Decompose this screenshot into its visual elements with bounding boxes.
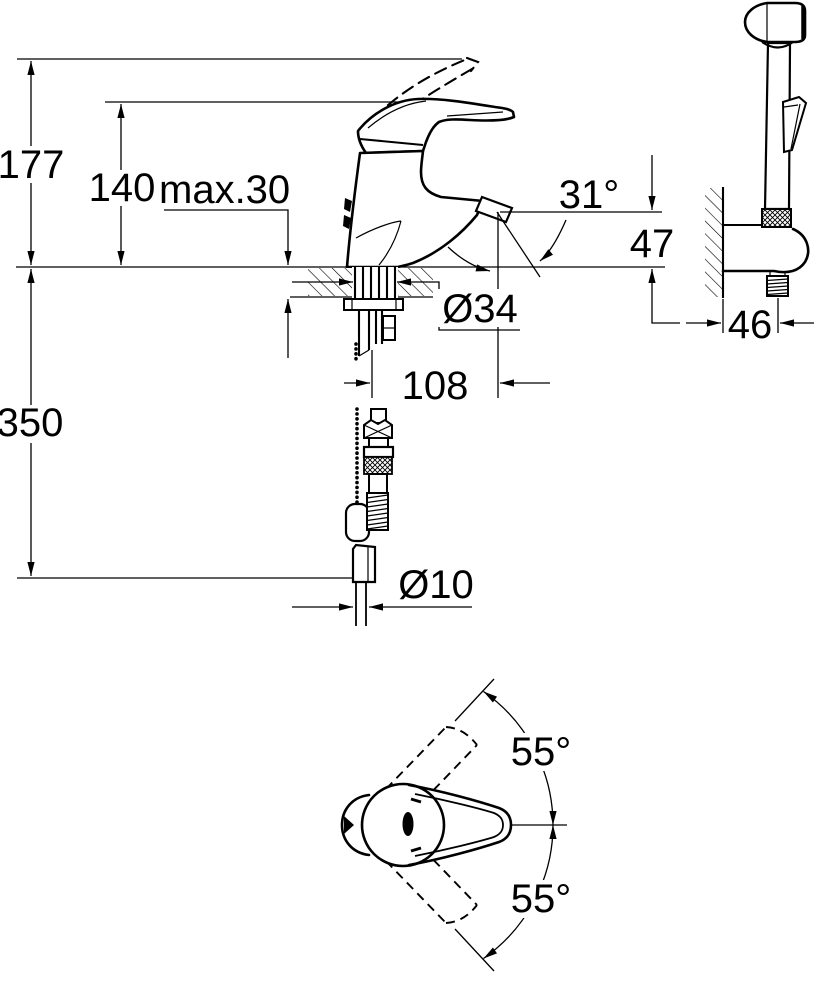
dim-label-140: 140: [89, 166, 156, 210]
dim-label-55deg-lower: 55°: [511, 877, 572, 921]
dimension-holder-depth: 46: [686, 298, 814, 347]
dim-label-max30: max.30: [159, 168, 290, 212]
dim-label-d34: Ø34: [442, 287, 518, 331]
upper-swing-axis-line: [454, 678, 495, 722]
lower-swing-axis-line: [454, 928, 495, 972]
wall-holder: [721, 223, 810, 297]
hose-piece: [351, 543, 377, 584]
dimension-total-height: 177: [0, 61, 64, 265]
dim-label-46: 46: [728, 303, 773, 347]
dim-label-d10: Ø10: [398, 563, 474, 607]
dimension-spout-reach: 108: [344, 350, 550, 408]
wall-hatch: [705, 188, 723, 297]
faucet-body: [343, 149, 514, 269]
lever-end-cap: [340, 793, 371, 857]
dim-label-47: 47: [630, 222, 675, 266]
connector-flange: [362, 445, 395, 459]
lever-base-circle: [360, 782, 446, 868]
dimension-outlet-height: 47: [630, 155, 680, 324]
aerator: [474, 195, 514, 224]
connector-thread: [366, 492, 389, 531]
lever-side: [356, 97, 516, 155]
dimension-hose-diameter: Ø10: [292, 563, 474, 611]
dim-label-31deg: 31°: [559, 173, 620, 217]
dimension-max-deck-thickness: max.30: [159, 168, 292, 358]
dim-label-108: 108: [402, 364, 469, 408]
basin-mixer-side-view: 177 140 max.30 350 31°: [0, 56, 680, 626]
dimension-spout-angle: 31°: [447, 173, 662, 398]
dimension-spout-height: 140: [89, 104, 156, 265]
trigger-lever: [781, 95, 808, 154]
connector-crown: [363, 418, 393, 439]
dimension-hose-length: 350: [0, 269, 352, 579]
hose-tube: [355, 582, 367, 626]
lever-blade-outline: [407, 783, 513, 867]
hand-shower: [743, 1, 808, 228]
lever-top-silhouette: [340, 782, 513, 868]
dim-label-350: 350: [0, 401, 63, 445]
hose-coupling-knurl: [761, 208, 792, 228]
stream-axis-line: [496, 211, 541, 278]
spray-head: [743, 1, 807, 44]
mounting-washer: [343, 298, 404, 311]
dim-label-177: 177: [0, 143, 64, 187]
chain-knob: [344, 502, 371, 543]
cap-notch: [344, 816, 354, 834]
pop-up-rod-and-hose-parts: [344, 407, 395, 626]
hand-shower-wall-view: 46: [686, 1, 814, 347]
dim-label-55deg-upper: 55°: [511, 730, 572, 774]
mounting-deck: [16, 266, 665, 361]
lever-logo-mark: [402, 812, 414, 836]
threaded-shank: [353, 267, 397, 298]
lever-top-view: 55° 55°: [340, 678, 574, 972]
connector-knurl: [363, 456, 393, 475]
dimension-hole-diameter: Ø34: [292, 278, 522, 331]
